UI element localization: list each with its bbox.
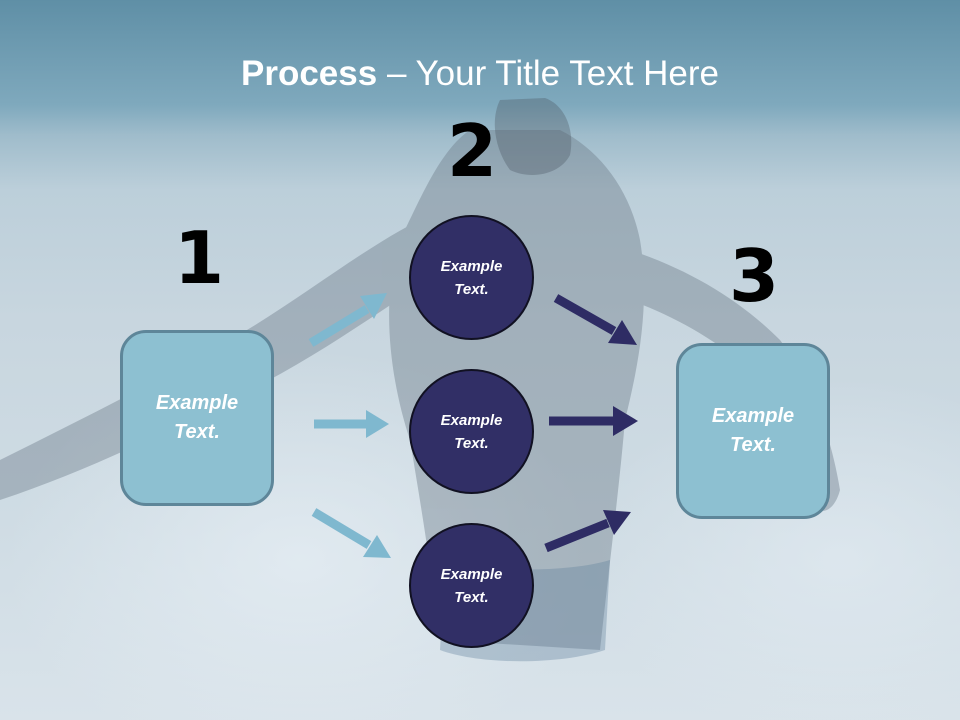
step-3-text: Example Text.	[711, 405, 795, 456]
step-2-circle-bottom[interactable]: Example Text.	[409, 523, 534, 648]
arrow-middle-to-3	[549, 406, 638, 436]
title-bold: Process	[241, 54, 378, 93]
circle-middle-text: Example Text.	[440, 411, 503, 452]
arrow-bottom-to-3	[544, 510, 631, 553]
arrow-1-to-middle	[314, 410, 389, 438]
step-1-box[interactable]: Example Text.	[120, 330, 274, 506]
step-number-3: 3	[728, 234, 780, 318]
arrow-1-to-top	[308, 293, 387, 347]
circle-bottom-text: Example Text.	[440, 565, 503, 606]
arrow-1-to-bottom	[311, 508, 391, 558]
slide-title: Process – Your Title Text Here	[0, 52, 960, 96]
title-rest: – Your Title Text Here	[377, 54, 719, 93]
circle-top-text: Example Text.	[440, 257, 503, 298]
arrow-top-to-3	[553, 294, 637, 345]
step-2-circle-top[interactable]: Example Text.	[409, 215, 534, 340]
step-2-circle-middle[interactable]: Example Text.	[409, 369, 534, 494]
step-3-box[interactable]: Example Text.	[676, 343, 830, 519]
step-number-1: 1	[173, 216, 225, 300]
step-1-text: Example Text.	[155, 392, 239, 443]
step-number-2: 2	[446, 109, 498, 193]
